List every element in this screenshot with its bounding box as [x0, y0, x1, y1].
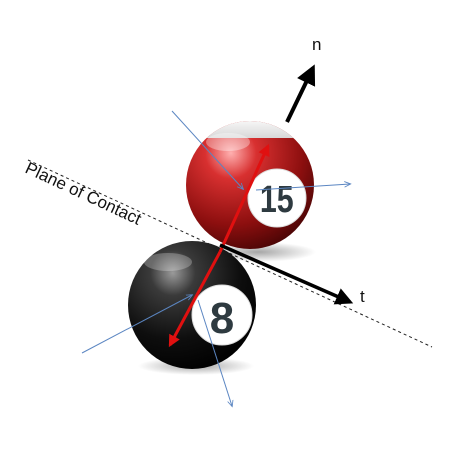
red-outgoing-arrow [255, 184, 350, 191]
black-outgoing-arrow [197, 299, 232, 406]
ball-8-number: 8 [210, 294, 234, 343]
ball-15-number: 15 [260, 179, 294, 221]
black-incoming-arrow [81, 295, 192, 354]
red-incoming-arrow [171, 110, 243, 189]
tangent-arrow [219, 243, 354, 305]
normal-label: n [312, 35, 321, 54]
normal-arrow [285, 64, 316, 123]
tangent-label: t [360, 287, 365, 306]
plane-of-contact-label: Plane of Contact [22, 158, 144, 228]
line-of-centers-arrow [218, 143, 270, 253]
line-of-centers-arrow-lower [168, 251, 222, 348]
ball-8: 8 [128, 241, 256, 375]
